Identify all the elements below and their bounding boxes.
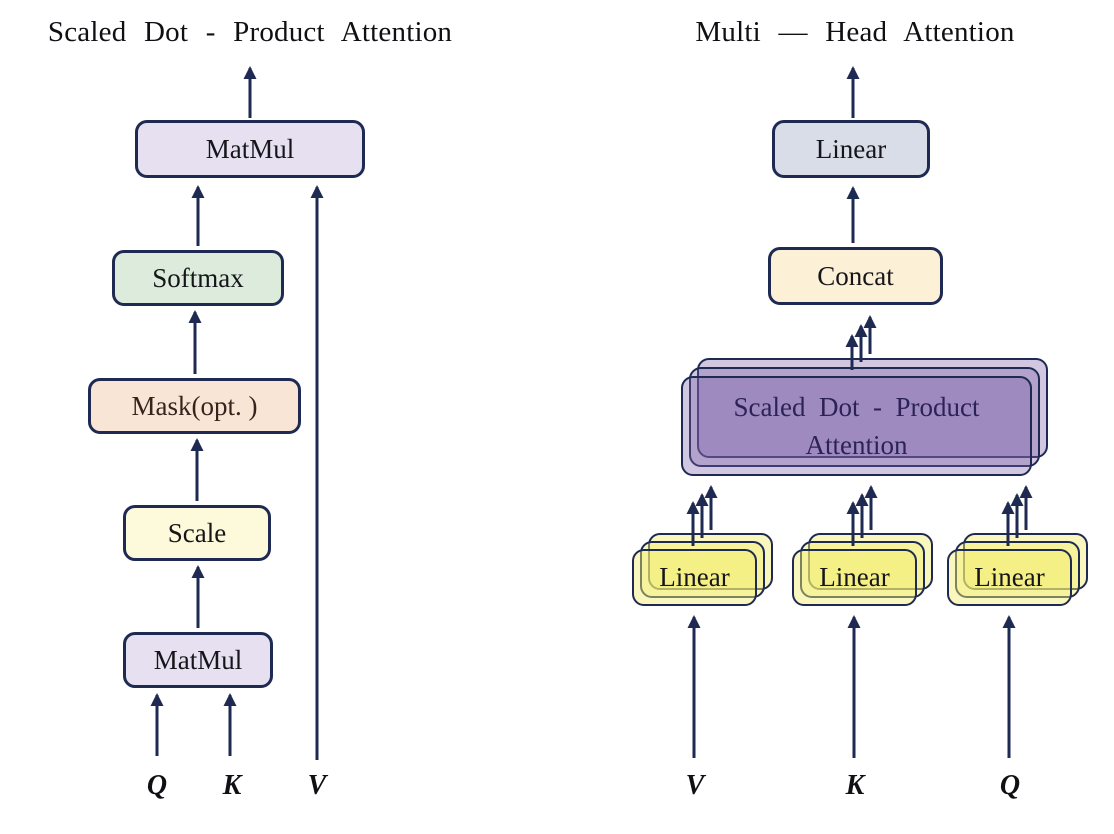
node-linear-output: Linear	[772, 120, 930, 178]
linear-k-label: Linear	[819, 562, 890, 592]
label-k-right: K	[845, 770, 865, 801]
node-mask: Mask(opt. )	[88, 378, 301, 434]
linear-q-label: Linear	[974, 562, 1045, 592]
right-diagram-title: Multi — Head Attention	[695, 16, 1015, 48]
linear-q-layer-front	[947, 549, 1072, 606]
node-matmul-bottom: MatMul	[123, 632, 273, 688]
node-linear-k-stack: Linear	[792, 533, 933, 606]
label-q-right: Q	[999, 770, 1021, 801]
label-k-left: K	[222, 770, 242, 801]
node-linear-v-stack: Linear	[632, 533, 773, 606]
sdpa-layer-back	[697, 358, 1048, 458]
sdpa-label: Scaled Dot - Product Attention	[681, 376, 1032, 476]
sdpa-layer-mid	[689, 367, 1040, 467]
node-matmul-top: MatMul	[135, 120, 365, 178]
node-sdpa-stack: Scaled Dot - Product Attention	[681, 358, 1048, 476]
label-v-left: V	[307, 770, 327, 801]
node-linear-q-stack: Linear	[947, 533, 1088, 606]
sdpa-layer-front	[681, 376, 1032, 476]
linear-k-layer-front	[792, 549, 917, 606]
label-v-right: V	[685, 770, 705, 801]
node-softmax: Softmax	[112, 250, 284, 306]
node-scale: Scale	[123, 505, 271, 561]
linear-v-layer-front	[632, 549, 757, 606]
node-concat: Concat	[768, 247, 943, 305]
left-diagram-title: Scaled Dot - Product Attention	[47, 16, 453, 48]
sdpa-label-line2: Attention	[805, 430, 908, 460]
sdpa-label-line1: Scaled Dot - Product	[733, 391, 980, 422]
label-q-left: Q	[146, 770, 168, 801]
linear-v-label: Linear	[659, 562, 730, 592]
